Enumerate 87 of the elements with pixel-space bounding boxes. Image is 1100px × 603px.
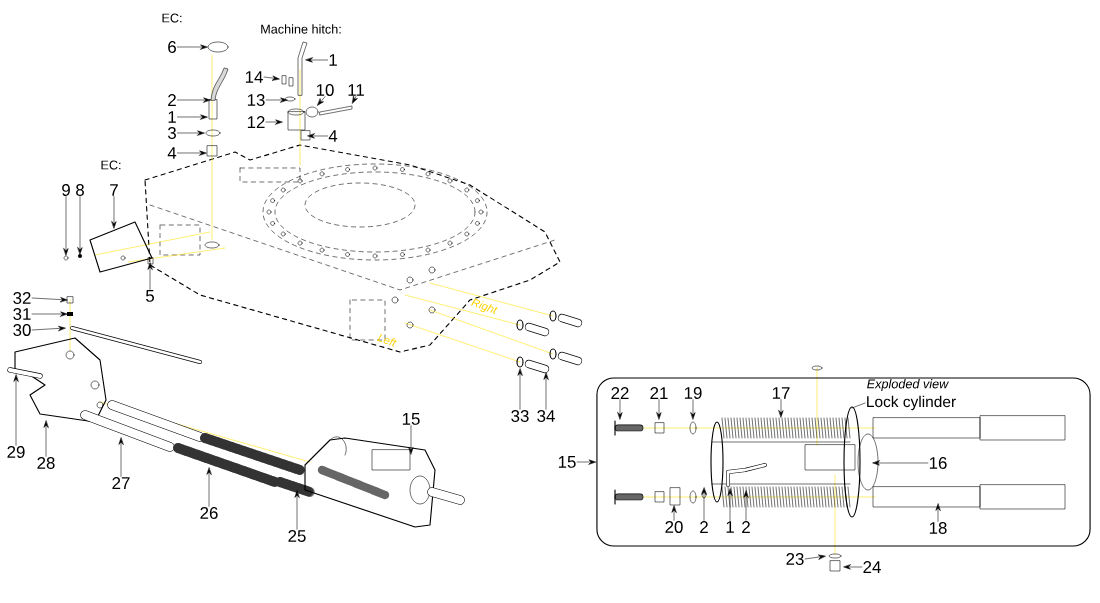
leader-line (576, 459, 596, 465)
callout-number: 13 (247, 94, 265, 106)
callout-number: 10 (316, 84, 334, 96)
callout-number: 1 (168, 111, 176, 123)
callout-number: 7 (110, 184, 118, 196)
callout-number: 18 (929, 522, 947, 534)
part-label: Lock cylinder (867, 395, 956, 411)
leader-line (177, 130, 205, 136)
callout-number: 22 (611, 387, 629, 399)
callout-number: 15 (558, 456, 576, 468)
leader-line (543, 372, 549, 410)
callout-number: 6 (168, 41, 176, 53)
callout-number: 14 (245, 71, 263, 83)
leader-line (177, 114, 208, 120)
callout-number: 27 (112, 477, 130, 489)
callout-number: 4 (167, 147, 177, 159)
engraved-text: Left (377, 333, 397, 347)
leader-line (690, 399, 696, 420)
callout-number: 23 (786, 553, 804, 565)
leader-line (265, 97, 288, 103)
leader-line (743, 490, 749, 521)
callout-number: 12 (247, 116, 265, 128)
leader-line (778, 399, 784, 418)
leader-line (177, 150, 207, 156)
leader-line (63, 196, 69, 256)
leader-line (617, 399, 623, 420)
callout-number: 29 (7, 446, 25, 458)
leader-line (111, 196, 117, 229)
leader-line (13, 374, 19, 446)
leader-line (307, 133, 328, 139)
callout-number: 2 (700, 521, 708, 533)
callout-number: 8 (76, 184, 84, 196)
leader-line (177, 97, 211, 103)
callout-number: 30 (13, 324, 31, 336)
leader-line (517, 368, 523, 410)
leader-line (872, 460, 929, 466)
callout-number: 3 (167, 127, 176, 139)
leader-line (77, 196, 83, 255)
leader-line (656, 399, 662, 420)
callout-number: 17 (772, 387, 790, 399)
leader-line (43, 420, 49, 457)
callout-number: 28 (37, 457, 55, 469)
callout-number: 25 (288, 530, 306, 542)
callout-number: 20 (665, 521, 683, 533)
leader-line (305, 57, 328, 63)
leader-line (317, 96, 326, 106)
callout-number: 16 (929, 457, 947, 469)
leader-line (118, 437, 124, 477)
callout-number: 26 (200, 507, 218, 519)
callout-number: 11 (348, 84, 364, 96)
leader-line (31, 325, 66, 331)
callout-number: 1 (329, 54, 337, 66)
callout-number: 15 (402, 413, 420, 425)
callout-number: 33 (511, 410, 529, 422)
leader-line (206, 467, 212, 507)
callout-number: 2 (168, 94, 176, 106)
callout-number: 24 (863, 561, 881, 573)
callout-number: 1 (726, 521, 734, 533)
callout-number: 31 (13, 308, 31, 320)
leader-line (804, 554, 826, 560)
callout-number: 34 (537, 410, 555, 422)
callout-number: 4 (328, 130, 338, 142)
callout-number: 19 (684, 387, 702, 399)
callout-number: 2 (742, 521, 750, 533)
leader-line (31, 297, 68, 303)
section-heading: EC: (101, 160, 121, 170)
leader-line (727, 488, 733, 521)
leader-line (177, 44, 208, 50)
leader-line (408, 425, 414, 455)
callout-number: 5 (146, 290, 154, 302)
section-heading: Machine hitch: (261, 24, 341, 34)
leader-line (851, 402, 866, 409)
callout-number: 9 (62, 184, 70, 196)
leader-line (265, 119, 283, 125)
leader-line (843, 564, 863, 570)
callout-number: 32 (13, 292, 31, 304)
leader-line (31, 311, 68, 317)
leader-line (935, 503, 941, 522)
leader-line (147, 262, 153, 290)
leader-line (352, 96, 358, 104)
callout-number: 21 (650, 387, 668, 399)
engraved-text: Right (471, 298, 498, 314)
leader-line (294, 490, 300, 530)
leader-line (671, 505, 677, 521)
leader-line (701, 487, 707, 521)
section-heading: EC: (162, 13, 182, 23)
leader-line (263, 75, 280, 81)
